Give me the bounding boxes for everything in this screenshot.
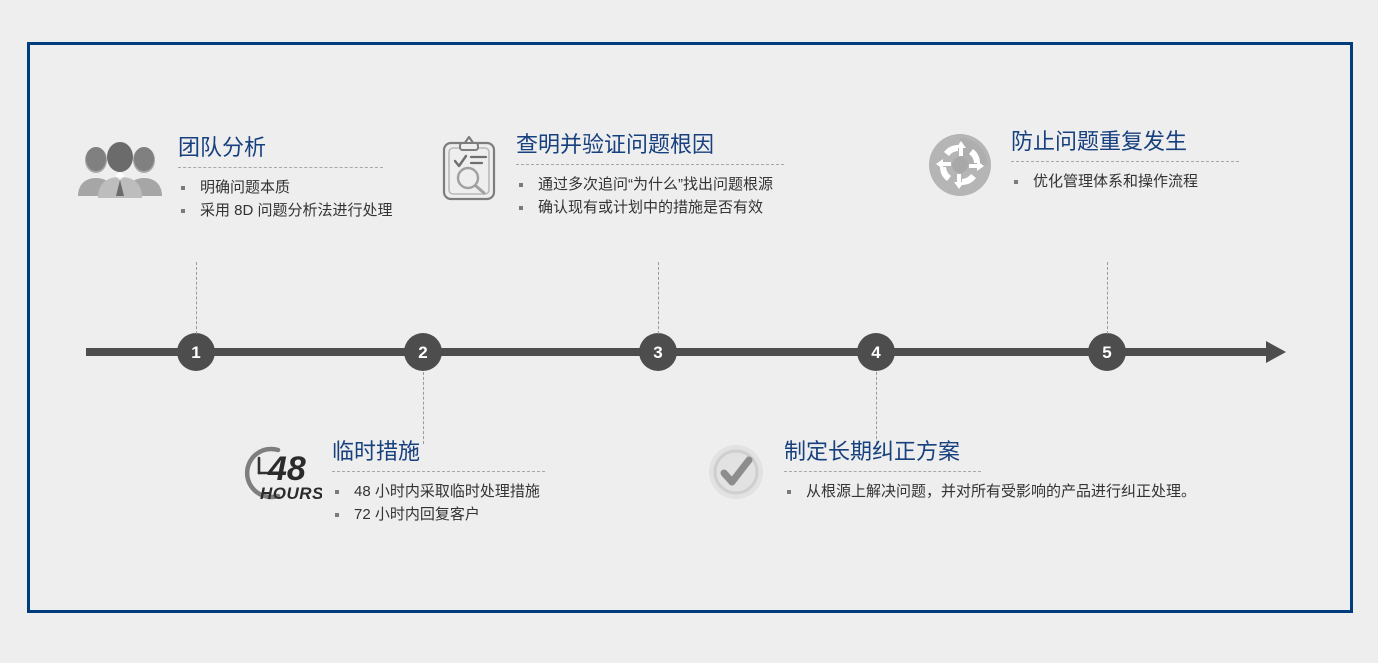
connector-line-5	[1107, 262, 1108, 334]
connector-line-4	[876, 372, 877, 444]
step-rule-5	[1011, 161, 1239, 163]
step-rule-1	[178, 167, 383, 169]
step-title-1: 团队分析	[178, 135, 267, 160]
step-block-4: 制定长期纠正方案 从根源上解决问题，并对所有受影响的产品进行纠正处理。	[706, 439, 1196, 503]
list-item: 从根源上解决问题，并对所有受影响的产品进行纠正处理。	[784, 480, 1196, 503]
step-rule-4	[784, 471, 981, 473]
list-item: 明确问题本质	[178, 176, 393, 199]
step-block-2: 48 HOURS 临时措施 48 小时内采取临时处理措施 72 小时内回复客户	[232, 439, 545, 527]
list-item: 48 小时内采取临时处理措施	[332, 480, 545, 503]
connector-line-1	[196, 262, 197, 334]
list-item: 72 小时内回复客户	[332, 503, 545, 526]
check-circle-icon	[706, 442, 766, 502]
timeline-marker-2[interactable]: 2	[404, 333, 442, 371]
clock-icon-unit: HOURS	[260, 484, 322, 502]
slide-border-frame	[27, 42, 1353, 613]
step-title-4: 制定长期纠正方案	[784, 439, 961, 464]
connector-line-2	[423, 372, 424, 444]
step-rule-3	[516, 164, 784, 166]
48-hours-clock-icon: 48 HOURS	[232, 444, 322, 502]
timeline-arrow-icon	[1266, 341, 1286, 363]
step-rule-2	[332, 471, 545, 473]
list-item: 优化管理体系和操作流程	[1011, 170, 1239, 193]
timeline-marker-3[interactable]: 3	[639, 333, 677, 371]
clock-icon-number: 48	[267, 450, 306, 488]
step-block-3: 查明并验证问题根因 通过多次追问“为什么”找出问题根源 确认现有或计划中的措施是…	[440, 132, 784, 220]
step-bullets-1: 明确问题本质 采用 8D 问题分析法进行处理	[178, 176, 393, 223]
step-title-2: 临时措施	[332, 439, 421, 464]
timeline-marker-4[interactable]: 4	[857, 333, 895, 371]
team-people-icon	[76, 142, 164, 198]
step-bullets-2: 48 小时内采取临时处理措施 72 小时内回复客户	[332, 480, 545, 527]
connector-line-3	[658, 262, 659, 334]
step-block-1: 团队分析 明确问题本质 采用 8D 问题分析法进行处理	[76, 135, 393, 223]
timeline-marker-1[interactable]: 1	[177, 333, 215, 371]
list-item: 确认现有或计划中的措施是否有效	[516, 196, 784, 219]
recycle-circle-icon	[927, 132, 993, 198]
timeline-axis: 1 2 3 4 5	[86, 333, 1298, 371]
timeline-line	[86, 348, 1278, 356]
list-item: 通过多次追问“为什么”找出问题根源	[516, 173, 784, 196]
step-title-3: 查明并验证问题根因	[516, 132, 715, 157]
step-block-5: 防止问题重复发生 优化管理体系和操作流程	[927, 129, 1239, 198]
clipboard-search-icon	[440, 135, 498, 201]
list-item: 采用 8D 问题分析法进行处理	[178, 199, 393, 222]
timeline-marker-5[interactable]: 5	[1088, 333, 1126, 371]
step-bullets-3: 通过多次追问“为什么”找出问题根源 确认现有或计划中的措施是否有效	[516, 173, 784, 220]
step-title-5: 防止问题重复发生	[1011, 129, 1188, 154]
step-bullets-5: 优化管理体系和操作流程	[1011, 170, 1239, 193]
step-bullets-4: 从根源上解决问题，并对所有受影响的产品进行纠正处理。	[784, 480, 1196, 503]
